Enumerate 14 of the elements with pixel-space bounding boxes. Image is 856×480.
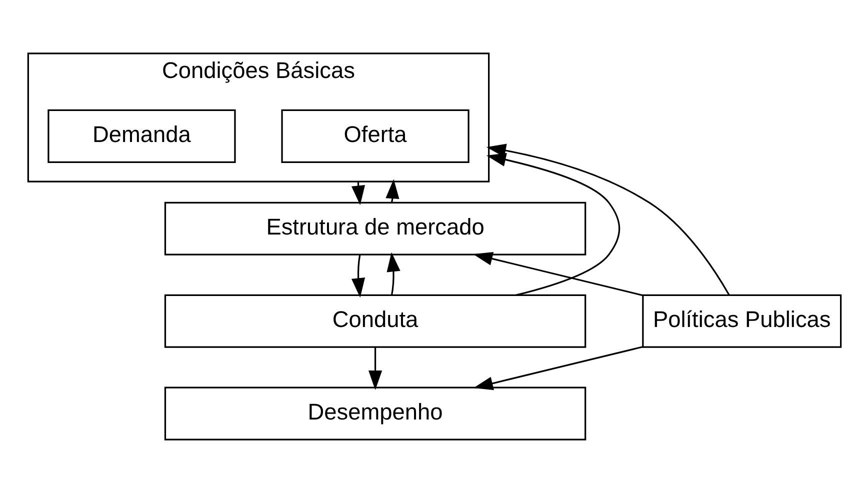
arrow bbox=[473, 346, 643, 390]
node-box: Políticas Publicas bbox=[642, 294, 842, 348]
arrow bbox=[486, 144, 730, 296]
arrow bbox=[386, 179, 400, 203]
arrow bbox=[386, 252, 400, 296]
arrow bbox=[473, 252, 643, 296]
node-box: Demanda bbox=[48, 109, 236, 163]
arrow bbox=[486, 153, 620, 296]
node-box: Estrutura de mercado bbox=[164, 202, 586, 256]
arrow bbox=[351, 254, 366, 298]
node-box: Conduta bbox=[164, 294, 586, 348]
arrow bbox=[368, 347, 382, 390]
node-box: Oferta bbox=[281, 109, 470, 163]
node-box: Desempenho bbox=[164, 386, 586, 440]
